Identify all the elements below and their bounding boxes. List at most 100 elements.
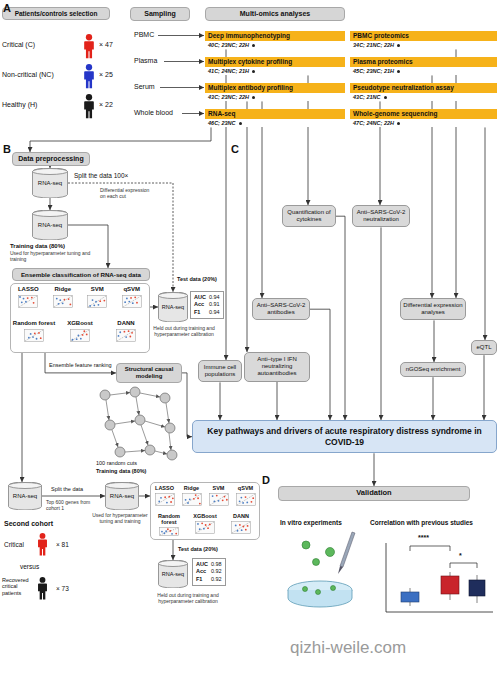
box-text: Anti–SARS-CoV-2 antibodies [255, 302, 307, 316]
box-text: Anti–SARS-CoV-2 neutralization [355, 209, 407, 223]
model-icon [70, 329, 90, 342]
header-box: Validation [278, 486, 470, 501]
metric-value: 0.91 [209, 301, 220, 308]
group-label: Healthy (H) [2, 101, 78, 109]
model-name: XGBoost [57, 318, 103, 327]
connector [173, 540, 174, 560]
model-cell: DANN [103, 318, 149, 352]
header-box: Patients/controls selection [2, 7, 110, 20]
metric-value: 0.94 [209, 309, 220, 316]
count: × 25 [99, 71, 123, 79]
metric-name: Acc [194, 301, 206, 308]
subpanel-title: Correlation with previous studies [370, 519, 496, 526]
sample-counts: 41C; 24NC; 21H [205, 67, 345, 76]
connector [150, 307, 158, 308]
data-note: Held out during training and hyperparame… [148, 593, 228, 605]
model-cell: Ridge [46, 284, 81, 318]
connector [485, 127, 486, 340]
sample-type: PBMC [134, 31, 194, 39]
correlation-chart [386, 543, 493, 612]
panel-letter: D [262, 474, 276, 487]
data-caption: Test data (20%) [177, 276, 217, 282]
data-caption: Training data (80%) [96, 468, 158, 474]
box-text: Data preprocessing [16, 155, 86, 163]
patient-icon [84, 34, 94, 58]
metric-name: F1 [194, 309, 206, 316]
box-text: Structural causal modeling [120, 366, 178, 380]
result-box: Anti–SARS-CoV-2 antibodies [252, 298, 310, 320]
result-box: Anti–SARS-CoV-2 neutralization [352, 205, 410, 227]
sample-type: Serum [134, 83, 194, 91]
model-name: DANN [103, 318, 149, 327]
box-text: Validation [282, 489, 466, 498]
model-cell: XGBoost [187, 511, 223, 539]
connector [182, 373, 192, 437]
header-box: Sampling [130, 7, 190, 21]
connector [139, 496, 150, 497]
sample-count: 46C; 23NC [208, 120, 236, 126]
data-note: Held out during training and hyperparame… [150, 326, 218, 338]
lollipop-dot [397, 122, 400, 125]
header-box: Data preprocessing [12, 152, 90, 166]
assay-box: Pseudotype neutralization assay43C; 21NC [350, 83, 497, 101]
lollipop-dot [397, 70, 400, 73]
assay-box: Multiplex antibody profiling43C; 23NC; 2… [205, 83, 345, 101]
connector [42, 496, 105, 497]
model-icon [195, 521, 215, 534]
assay-title: PBMC proteomics [350, 31, 497, 41]
step-note: 100 random cuts [96, 460, 158, 466]
box-text: eQTL [474, 344, 494, 351]
subpanel-title: In vitro experiments [280, 519, 368, 526]
model-cell: LASSO [11, 284, 46, 318]
connector [381, 227, 382, 420]
sample-type: Whole blood [134, 109, 194, 117]
edge-label: Ensemble feature ranking [48, 362, 113, 368]
connector [434, 320, 435, 362]
metric-value: 0.92 [211, 568, 222, 575]
result-box: Quantification of cytokines [282, 205, 336, 227]
sample-count: 47C; 24NC; 22H [353, 120, 394, 126]
assay-box: RNA-seq46C; 23NC [205, 109, 345, 127]
model-cell: LASSO [151, 483, 178, 511]
data-cylinder: RNA-seq [32, 168, 68, 198]
metrics-box: AUC0.94Acc0.91F10.94 [190, 291, 224, 319]
data-caption: Test data (20%) [178, 546, 238, 552]
model-icon [87, 295, 107, 308]
assay-box: Whole-genome sequencing47C; 24NC; 22H [350, 109, 497, 127]
sample-counts: 43C; 23NC; 22H [205, 93, 345, 102]
model-cell: qSVM [232, 483, 259, 511]
group-label: Critical (C) [2, 41, 78, 49]
lollipop-dot [252, 96, 255, 99]
metric-name: F1 [196, 576, 208, 583]
group-label: Recovered critical patients [2, 577, 35, 596]
box-text: Key pathways and drivers of acute respir… [203, 426, 486, 447]
sample-counts: 43C; 21NC [350, 93, 497, 102]
metric-name: Acc [196, 568, 208, 575]
model-panel: LASSORidgeSVMqSVMRandom forestXGBoostDAN… [150, 482, 260, 540]
sample-count: 43C; 23NC; 22H [208, 94, 249, 100]
cylinder-label: RNA-seq [38, 180, 62, 186]
data-cylinder: RNA-seq [158, 292, 188, 322]
model-icon [116, 329, 136, 342]
sample-count: 45C; 23NC; 21H [353, 68, 394, 74]
metric-name: AUC [196, 561, 208, 568]
count: × 81 [56, 541, 80, 548]
lollipop-dot [397, 44, 400, 47]
panel-letter: A [3, 2, 17, 15]
cohort-title: Second cohort [4, 520, 84, 528]
box-text: Immune cell populations [201, 364, 239, 378]
model-name: SVM [80, 284, 115, 293]
panel-letter: C [231, 143, 245, 156]
group-label: Critical [4, 541, 34, 548]
data-cylinder: RNA-seq [158, 560, 188, 588]
box-text: Multi-omics analyses [209, 10, 341, 18]
data-note: Used for hyperparameter tuning and train… [10, 251, 102, 263]
box-text: Sampling [134, 10, 186, 18]
metrics-box: AUC0.98Acc0.92F10.92 [192, 558, 226, 586]
result-box: eQTL [471, 340, 497, 355]
model-icon [155, 493, 175, 506]
sample-counts: 47C; 24NC; 22H [350, 119, 497, 128]
data-cylinder: RNA-seq [32, 210, 68, 240]
assay-title: Pseudotype neutralization assay [350, 83, 497, 93]
model-cell: SVM [205, 483, 232, 511]
